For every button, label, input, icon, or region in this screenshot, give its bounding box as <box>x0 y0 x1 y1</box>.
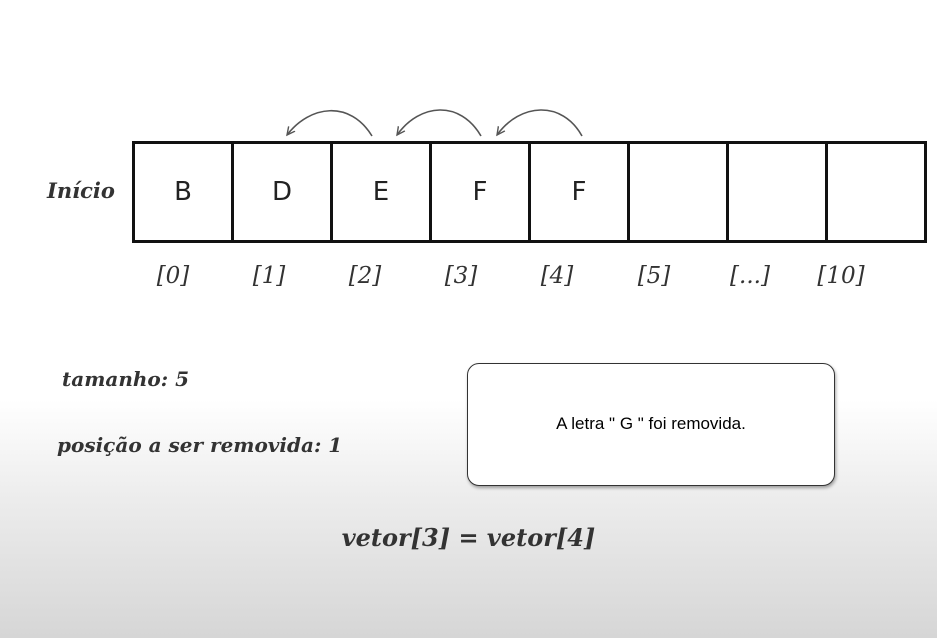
assignment-expression: vetor[3] = vetor[4] <box>341 523 596 552</box>
shift-arrow-1 <box>287 110 373 137</box>
array-cell-0: B <box>132 141 234 243</box>
index-label-1: [1] <box>252 263 286 289</box>
index-label-2: [2] <box>348 263 382 289</box>
index-label-7: [10] <box>817 263 865 289</box>
size-label: tamanho: 5 <box>62 367 190 391</box>
index-label-4: [4] <box>540 263 574 289</box>
message-text: A letra " G " foi removida. <box>556 414 746 433</box>
index-label-0: [0] <box>156 263 190 289</box>
index-label-6: [...] <box>730 263 770 289</box>
message-box: A letra " G " foi removida. <box>467 363 835 486</box>
array-cell-7 <box>825 141 927 243</box>
array-cell-2: E <box>330 141 432 243</box>
start-label: Início <box>47 178 115 203</box>
index-label-5: [5] <box>637 263 671 289</box>
array-container: B D E F F <box>132 141 927 243</box>
shift-arrow-2 <box>397 109 482 137</box>
shift-arrow-3 <box>497 109 583 137</box>
remove-position-label: posição a ser removida: 1 <box>57 433 343 457</box>
index-label-3: [3] <box>444 263 478 289</box>
